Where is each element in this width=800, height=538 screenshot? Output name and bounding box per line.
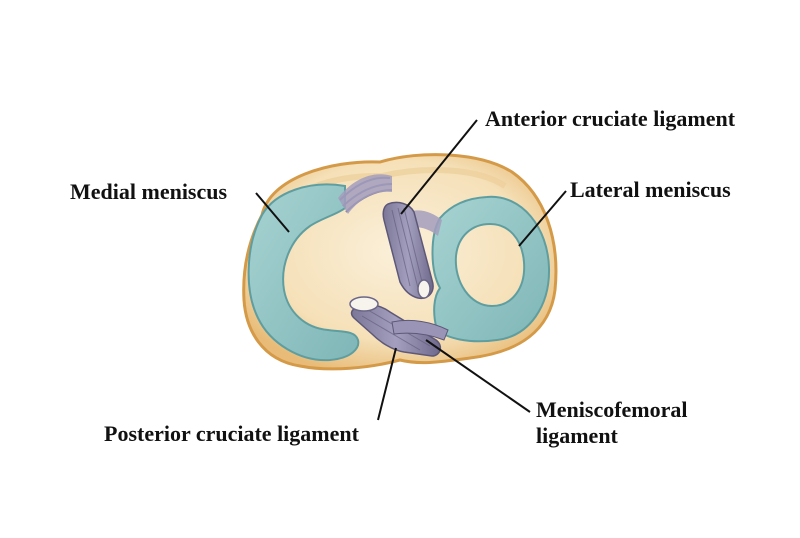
leader-medial: [255, 192, 290, 233]
leader-lateral: [518, 190, 567, 247]
label-anterior-cruciate-ligament: Anterior cruciate ligament: [485, 106, 736, 131]
acl-stump: [417, 279, 431, 299]
leader-mfl: [425, 339, 531, 413]
acl-fibers: [391, 207, 425, 291]
label-medial-meniscus: Medial meniscus: [70, 179, 228, 204]
label-posterior-cruciate-ligament: Posterior cruciate ligament: [104, 421, 359, 446]
lateral-horn-band: [408, 210, 442, 236]
medial-meniscus: [247, 183, 360, 362]
leader-pcl: [377, 347, 397, 421]
pcl-stump: [349, 296, 379, 312]
label-lateral-meniscus: Lateral meniscus: [570, 177, 731, 202]
label-meniscofemoral-ligament-line2: ligament: [536, 423, 618, 448]
meniscofemoral-ligament-shape: [391, 319, 449, 341]
leader-acl: [400, 119, 478, 215]
label-meniscofemoral-ligament-line1: Meniscofemoral: [536, 397, 688, 422]
medial-horn-band: [338, 174, 392, 214]
